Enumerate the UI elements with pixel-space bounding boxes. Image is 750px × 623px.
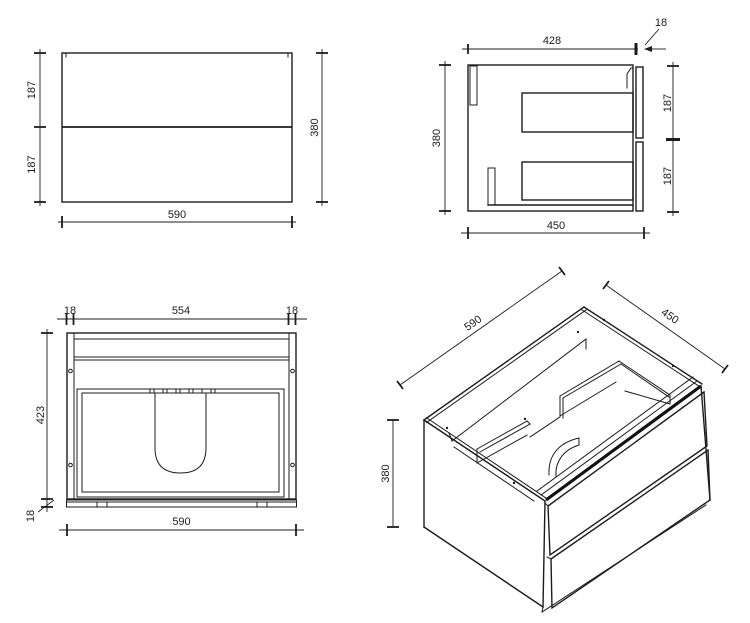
front-total-height-dim: 380 [309,49,328,206]
plan-front-strip-label: 18 [25,510,37,522]
side-front-panel-dim: 18 [644,17,667,52]
side-inner-depth-label: 428 [543,35,561,47]
side-front-panel-label: 18 [655,17,667,29]
plan-left-panel-label: 18 [64,305,76,317]
plan-inner-width-label: 554 [172,305,190,317]
side-depth-dim: 450 [461,220,650,239]
plan-right-panel-label: 18 [286,305,298,317]
front-lower-drawer-label: 187 [26,155,38,173]
front-width-dim: 590 [58,209,296,228]
side-inner-depth-dim: 428 [462,35,638,55]
iso-depth-label: 450 [659,306,681,326]
plan-depth-dim: 423 18 [25,329,55,522]
side-depth-label: 450 [547,220,565,232]
plan-width-dim: 590 [59,516,304,536]
drawer-edge-ticks [149,388,216,394]
iso-height-label: 380 [380,464,392,482]
front-upper-drawer-label: 187 [26,81,38,99]
front-view: 187 187 380 590 [26,49,328,228]
side-upper-front-label: 187 [662,94,674,112]
plan-top-dims: 18 554 18 [57,305,307,325]
plan-view: 18 554 18 423 18 590 [25,305,307,536]
plan-width-label: 590 [172,516,190,528]
iso-height-dim: 380 [380,419,399,528]
side-lower-front-label: 187 [662,167,674,185]
front-height-dims: 187 187 [26,49,46,206]
iso-width-label: 590 [462,313,484,333]
side-view: 428 18 380 187 187 450 [431,17,680,239]
iso-view: 590 450 380 [380,266,729,613]
plan-depth-label: 423 [35,406,47,424]
front-height-label: 380 [309,118,321,136]
iso-depth-dim: 450 [602,280,729,374]
iso-width-dim: 590 [396,266,566,390]
side-front-heights-dim: 187 187 [662,62,680,216]
side-height-label: 380 [431,129,443,147]
front-width-label: 590 [168,209,186,221]
side-height-dim: 380 [431,61,451,215]
